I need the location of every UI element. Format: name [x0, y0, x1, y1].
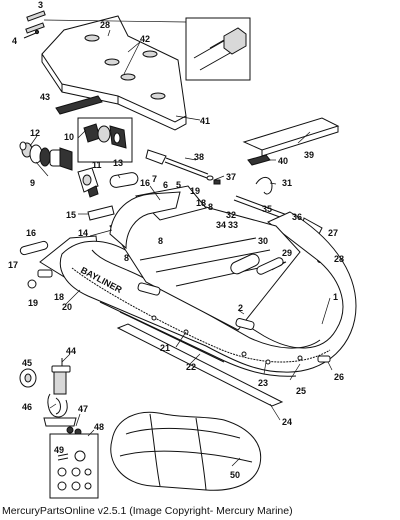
callout-26: 26: [334, 372, 344, 382]
callout-28b: 28: [334, 254, 344, 264]
storage-bag: [110, 411, 262, 491]
callout-25: 25: [296, 386, 306, 396]
callout-28a: 28: [100, 20, 110, 30]
callout-48: 48: [94, 422, 104, 432]
callout-49: 49: [54, 445, 64, 455]
callout-9: 9: [30, 178, 35, 188]
callout-numbers: 1 2 3 4 5 6 7 8 8 8 9 10 11 12 13 14 15 …: [8, 0, 344, 480]
callout-27: 27: [328, 228, 338, 238]
seat-bench: [242, 117, 340, 157]
callout-47: 47: [78, 404, 88, 414]
callout-11: 11: [92, 160, 102, 170]
callout-34: 34: [216, 220, 226, 230]
copyright-caption: MercuryPartsOnline v2.5.1 (Image Copyrig…: [2, 505, 293, 517]
hinge-pin-parts: [23, 10, 46, 39]
part-37: [213, 179, 221, 185]
seat-strap: [247, 154, 271, 166]
repair-kit-box: [49, 433, 99, 499]
callout-45: 45: [22, 358, 32, 368]
callout-7: 7: [152, 174, 157, 184]
callout-20: 20: [62, 302, 72, 312]
lanyard: [255, 177, 273, 195]
valve-cap: [77, 167, 99, 198]
callout-32: 32: [226, 210, 236, 220]
callout-30: 30: [258, 236, 268, 246]
valve-detail-box: [77, 117, 133, 163]
floor-strip: [55, 95, 103, 115]
callout-31: 31: [282, 178, 292, 188]
callout-16a: 16: [140, 178, 150, 188]
callout-35: 35: [262, 204, 272, 214]
keel-strip: [116, 323, 284, 407]
callout-1: 1: [333, 292, 338, 302]
leader-lines: [29, 29, 333, 467]
callout-39: 39: [304, 150, 314, 160]
callout-13: 13: [113, 158, 123, 168]
callout-36: 36: [292, 212, 302, 222]
inflatable-boat-hull: [39, 185, 357, 377]
handle-17: [19, 240, 49, 256]
callout-37: 37: [226, 172, 236, 182]
callout-40: 40: [278, 156, 288, 166]
hinge-detail-box: [43, 17, 251, 81]
callout-12: 12: [30, 128, 40, 138]
callout-2: 2: [238, 303, 243, 313]
callout-38: 38: [194, 152, 204, 162]
valve-assembly: [19, 141, 73, 171]
oar: [145, 149, 214, 181]
callout-15: 15: [66, 210, 76, 220]
callout-3: 3: [38, 0, 43, 10]
callout-18a: 18: [196, 198, 206, 208]
floor-board-panel: [41, 15, 187, 131]
foot-pump: [19, 358, 82, 436]
callout-22: 22: [186, 362, 196, 372]
callout-23: 23: [258, 378, 268, 388]
callout-21: 21: [160, 343, 170, 353]
callout-8b: 8: [124, 253, 129, 263]
callout-42: 42: [140, 34, 150, 44]
callout-43: 43: [40, 92, 50, 102]
callout-44: 44: [66, 346, 76, 356]
part-13: [109, 172, 139, 188]
transom-pieces: [87, 205, 115, 221]
callout-6: 6: [163, 180, 168, 190]
part-18-19: [27, 269, 53, 289]
callout-41: 41: [200, 116, 210, 126]
callout-8c: 8: [208, 202, 213, 212]
callout-24: 24: [282, 417, 292, 427]
callout-5: 5: [176, 180, 181, 190]
callout-46: 46: [22, 402, 32, 412]
callout-33: 33: [228, 220, 238, 230]
callout-29: 29: [282, 248, 292, 258]
callout-19a: 19: [190, 186, 200, 196]
callout-18b: 18: [54, 292, 64, 302]
callout-8a: 8: [158, 236, 163, 246]
callout-17: 17: [8, 260, 18, 270]
callout-19b: 19: [28, 298, 38, 308]
callout-10: 10: [64, 132, 74, 142]
callout-50: 50: [230, 470, 240, 480]
callout-14: 14: [78, 228, 88, 238]
callout-4: 4: [12, 36, 17, 46]
callout-16b: 16: [26, 228, 36, 238]
